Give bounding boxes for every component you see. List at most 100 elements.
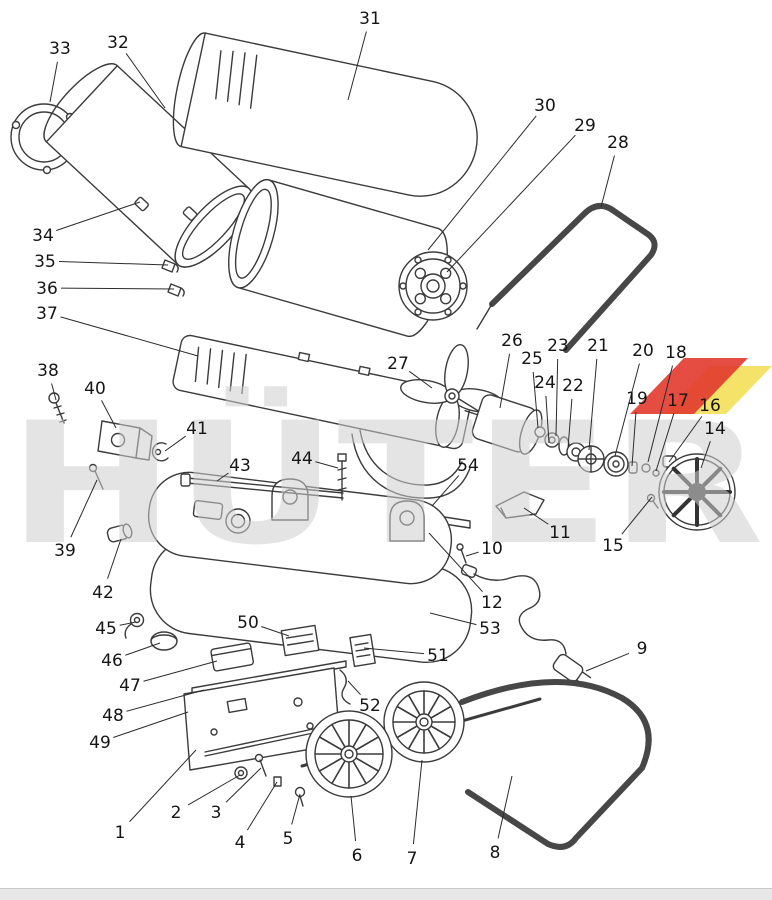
part-label-23: 23	[547, 336, 569, 356]
part-label-46: 46	[101, 651, 123, 671]
part-label-34: 34	[32, 226, 54, 246]
part-handle-frame	[476, 202, 658, 353]
part-label-10: 10	[481, 539, 503, 559]
leader-line-40	[101, 400, 117, 429]
leader-line-41	[164, 435, 186, 452]
part-label-22: 22	[562, 376, 584, 396]
part-wheel-left	[305, 710, 393, 798]
leader-line-18	[647, 365, 674, 463]
part-label-3: 3	[211, 803, 222, 823]
part-label-38: 38	[37, 361, 59, 381]
part-label-42: 42	[92, 583, 114, 603]
part-label-6: 6	[352, 846, 363, 866]
part-label-47: 47	[119, 676, 141, 696]
part-label-15: 15	[602, 536, 624, 556]
leader-line-17	[655, 413, 675, 472]
part-power-cord	[460, 564, 592, 687]
part-label-33: 33	[49, 39, 71, 59]
part-label-2: 2	[171, 803, 182, 823]
huter-watermark: HÜTER	[8, 358, 772, 582]
leader-line-19	[631, 411, 637, 467]
part-fuel-tank	[147, 471, 473, 664]
leader-line-30	[427, 115, 537, 251]
leader-line-46	[125, 642, 161, 656]
part-label-19: 19	[626, 389, 648, 409]
leader-line-9	[585, 652, 630, 672]
part-label-41: 41	[186, 419, 208, 439]
leader-line-4	[246, 781, 278, 831]
part-label-28: 28	[607, 133, 629, 153]
leader-line-31	[347, 31, 367, 101]
part-rear-stand	[459, 679, 652, 850]
leader-line-52	[347, 680, 361, 696]
part-label-27: 27	[387, 354, 409, 374]
part-label-11: 11	[549, 523, 571, 543]
part-burner-bracket	[97, 420, 153, 461]
leader-line-12	[428, 532, 483, 592]
horizontal-scrollbar[interactable]	[0, 888, 772, 900]
leader-line-27	[408, 370, 433, 389]
part-screw-10	[456, 543, 467, 564]
logo-red-band	[630, 358, 748, 414]
part-top-cover	[172, 32, 478, 197]
part-fan-guard	[658, 453, 736, 531]
leader-line-49	[113, 711, 189, 738]
part-label-49: 49	[89, 733, 111, 753]
part-label-12: 12	[481, 593, 503, 613]
part-label-50: 50	[237, 613, 259, 633]
leader-line-24	[545, 395, 550, 444]
leader-line-36	[60, 287, 175, 290]
part-label-31: 31	[359, 9, 381, 29]
part-label-54: 54	[457, 456, 479, 476]
leader-line-51	[363, 647, 425, 655]
leader-line-54	[431, 475, 460, 507]
leader-line-14	[700, 441, 711, 469]
part-label-36: 36	[36, 279, 58, 299]
part-label-40: 40	[84, 379, 106, 399]
leader-line-35	[58, 260, 169, 266]
part-label-17: 17	[667, 391, 689, 411]
part-label-7: 7	[407, 849, 418, 869]
part-label-18: 18	[665, 343, 687, 363]
leader-line-22	[567, 398, 573, 449]
part-bolt-44	[337, 453, 347, 501]
leader-line-28	[600, 155, 615, 208]
part-label-35: 35	[34, 252, 56, 272]
part-plug	[106, 523, 133, 543]
leader-line-20	[614, 363, 640, 457]
part-clamp	[151, 442, 169, 462]
leader-line-21	[588, 358, 598, 451]
leader-line-11	[523, 507, 549, 525]
leader-line-15	[621, 496, 653, 535]
part-label-30: 30	[534, 96, 556, 116]
part-wire-52	[339, 669, 351, 705]
leader-line-3	[225, 767, 262, 803]
part-outer-cylinder	[228, 178, 448, 338]
leader-line-53	[429, 612, 477, 626]
part-sticker-51	[349, 633, 376, 668]
leader-line-5	[291, 793, 301, 825]
part-label-29: 29	[574, 116, 596, 136]
leader-line-32	[125, 53, 166, 109]
leader-line-47	[143, 660, 218, 682]
leader-line-16	[668, 416, 703, 463]
part-label-26: 26	[501, 331, 523, 351]
part-label-8: 8	[490, 843, 501, 863]
part-label-16: 16	[699, 396, 721, 416]
part-label-51: 51	[427, 646, 449, 666]
leader-line-10	[465, 551, 479, 557]
part-motor	[464, 394, 543, 455]
leader-line-48	[126, 689, 205, 712]
leader-line-50	[261, 626, 290, 637]
part-sensor	[124, 612, 145, 639]
leader-line-23	[555, 358, 559, 437]
leader-line-38	[51, 383, 57, 401]
part-label-25: 25	[521, 349, 543, 369]
part-label-43: 43	[229, 456, 251, 476]
part-label-44: 44	[291, 449, 313, 469]
part-label-4: 4	[235, 833, 246, 853]
part-base-panel	[183, 667, 341, 771]
